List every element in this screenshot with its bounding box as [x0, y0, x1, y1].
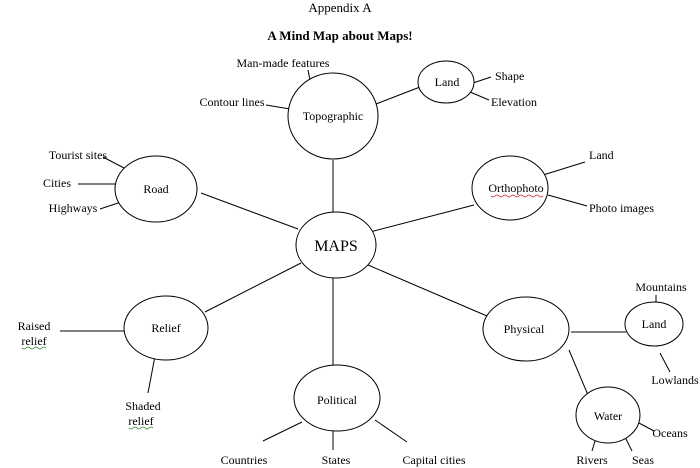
edge-political-capital	[374, 419, 408, 443]
edge-maps-road	[200, 192, 299, 230]
node-label-road: Road	[143, 182, 168, 196]
node-physical	[482, 296, 570, 362]
node-topographic	[287, 72, 379, 160]
appendix-label: Appendix A	[308, 0, 372, 15]
edge-land-shape	[472, 76, 492, 84]
page-title: A Mind Map about Maps!	[267, 28, 412, 43]
edge-relief-shaded	[147, 355, 156, 394]
leaf-states: States	[322, 453, 351, 467]
leaf-contour-lines: Contour lines	[200, 95, 265, 109]
leaf-ortho-land: Land	[589, 148, 614, 162]
edge-maps-physical	[367, 264, 488, 317]
edge-maps-orthophoto	[369, 204, 475, 233]
node-orthophoto	[471, 155, 549, 221]
leaf-tourist-sites: Tourist sites	[49, 148, 107, 162]
node-political	[293, 364, 381, 432]
node-water	[575, 386, 641, 444]
edge-road-tourist	[102, 156, 125, 169]
leaf-oceans: Oceans	[652, 426, 688, 440]
node-physical-land	[624, 301, 684, 347]
node-label-physical: Physical	[504, 322, 545, 336]
edge-land-lowlands	[659, 352, 671, 373]
leaf-photo-images: Photo images	[589, 201, 654, 215]
leaf-elevation: Elevation	[491, 95, 537, 109]
leaf-cities: Cities	[43, 176, 71, 190]
grammar-underline-raised	[21, 346, 47, 350]
node-maps	[295, 211, 377, 279]
node-label-physical-land: Land	[642, 317, 667, 331]
leaf-shaded-line1: Shaded	[125, 399, 160, 413]
node-label-maps: MAPS	[314, 238, 358, 255]
edge-physical-water	[568, 349, 589, 396]
edge-ortho-photo	[547, 194, 588, 207]
leaf-rivers: Rivers	[576, 453, 608, 467]
leaf-raised-line1: Raised	[18, 319, 51, 333]
edge-water-seas	[624, 436, 633, 452]
node-label-water: Water	[594, 409, 622, 423]
node-label-topographic-land: Land	[435, 75, 460, 89]
leaf-countries: Countries	[221, 453, 268, 467]
leaf-highways: Highways	[49, 201, 98, 215]
edge-ortho-land	[542, 161, 586, 176]
spellcheck-underline	[490, 194, 544, 198]
leaf-shape: Shape	[495, 69, 524, 83]
leaf-man-made-features: Man-made features	[237, 56, 330, 70]
node-relief	[123, 295, 209, 361]
grammar-underline-shaded	[128, 426, 154, 430]
edge-topographic-contour	[265, 104, 291, 110]
leaf-seas: Seas	[632, 453, 654, 467]
node-label-relief: Relief	[151, 321, 180, 335]
edge-political-countries	[262, 421, 303, 442]
edge-maps-relief	[204, 262, 302, 313]
leaf-shaded-line2: relief	[128, 414, 153, 428]
nodes	[114, 60, 684, 444]
edge-water-rivers	[591, 440, 596, 452]
node-label-orthophoto: Orthophoto	[488, 181, 543, 195]
node-label-topographic: Topographic	[303, 109, 363, 123]
leaf-mountains: Mountains	[635, 280, 687, 294]
node-topographic-land	[417, 60, 475, 104]
edge-water-oceans	[636, 421, 655, 432]
leaf-raised-line2: relief	[21, 334, 46, 348]
edge-land-elevation	[469, 91, 490, 101]
leaf-capital-cities: Capital cities	[403, 453, 466, 467]
leaf-lowlands: Lowlands	[651, 373, 699, 387]
edge-topographic-land	[375, 86, 421, 105]
node-label-political: Political	[317, 393, 358, 407]
node-road	[114, 155, 198, 223]
